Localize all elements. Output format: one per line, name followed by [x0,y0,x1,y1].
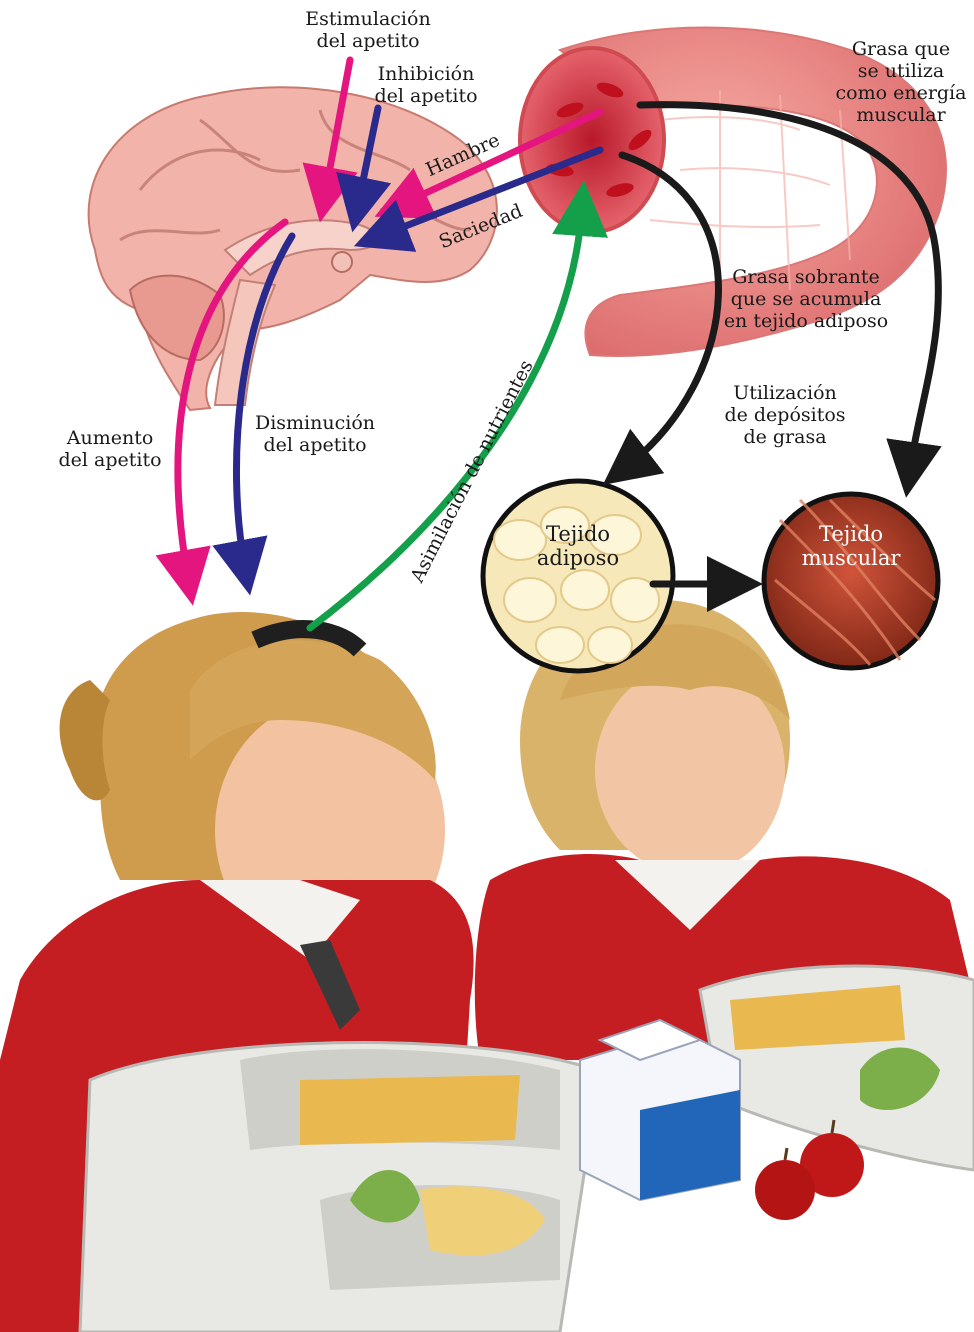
label-aumento: Aumento del apetito [40,427,180,471]
label-utilizacion: Utilización de depósitos de grasa [705,382,865,448]
label-estimulacion: Estimulación del apetito [298,8,438,52]
adipose-tissue-circle [483,481,673,671]
label-grasa-energia: Grasa que se utiliza como energía muscul… [826,38,974,126]
label-tejido-muscular: Tejido muscular [781,522,921,570]
label-inhibicion: Inhibición del apetito [360,63,492,107]
label-tejido-adiposo: Tejido adiposo [508,522,648,570]
brain-illustration [89,87,497,410]
muscle-tissue-circle [764,494,938,668]
children-eating-illustration [0,600,974,1332]
label-disminucion: Disminución del apetito [240,412,390,456]
label-grasa-sobrante: Grasa sobrante que se acumula en tejido … [706,266,906,332]
